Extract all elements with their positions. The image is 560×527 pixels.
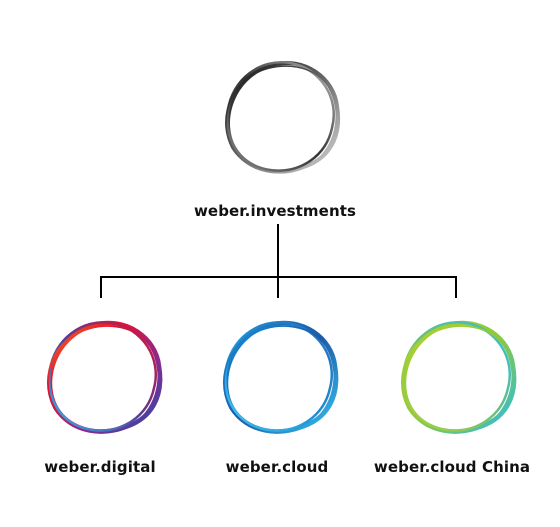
wavy-ring-logo-blue xyxy=(223,322,336,433)
wavy-ring-logo-red-purple xyxy=(47,322,160,433)
connector-lines xyxy=(100,224,457,298)
child-company-label-cloud: weber.cloud xyxy=(225,458,329,476)
parent-company-label: weber.investments xyxy=(193,202,357,220)
wavy-ring-logo-grayscale xyxy=(225,60,341,174)
child-company-label-cloud-china: weber.cloud China xyxy=(373,458,531,476)
wavy-ring-logo-green-cyan xyxy=(401,322,514,433)
child-company-label-digital: weber.digital xyxy=(44,458,156,476)
